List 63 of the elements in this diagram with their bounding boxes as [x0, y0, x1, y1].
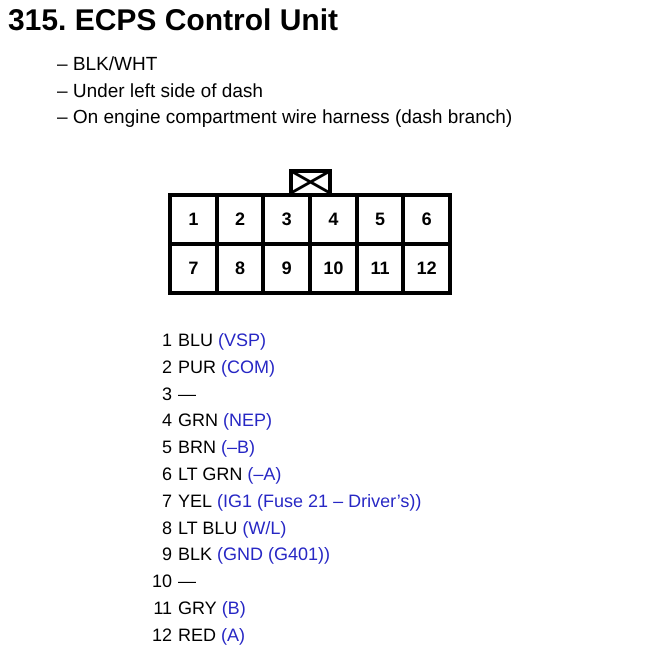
pin-number: 1 [188, 209, 198, 230]
pin-cavity [312, 197, 355, 242]
pin-number: 7 [160, 490, 172, 512]
circuit-function: (COM) [221, 356, 275, 378]
pin-cavity [172, 246, 215, 291]
pin-cavity [358, 197, 402, 242]
circuit-function: (A) [221, 624, 246, 646]
wire-color: BLU [178, 330, 214, 351]
pin-number: 3 [282, 209, 292, 230]
circuit-function: (IG1 (Fuse 21 – Driver’s)) [217, 490, 422, 512]
wire-color: LT BLU [178, 518, 238, 539]
location-note: – Under left side of dash [57, 80, 263, 102]
pin-cavity [218, 197, 262, 242]
pin-cavity [172, 197, 215, 242]
pin-number: 4 [160, 410, 172, 432]
pin-number: 2 [160, 356, 172, 378]
pin-number: 6 [422, 209, 432, 230]
wire-color: GRY [178, 598, 217, 619]
title: 315. ECPS Control Unit [8, 4, 338, 38]
pin-number: 9 [160, 544, 172, 566]
pin-number: 11 [152, 598, 172, 619]
circuit-function: (–B) [221, 437, 256, 458]
wire-color: PUR [178, 356, 216, 378]
pin-number: 8 [160, 518, 172, 539]
pin-number: 1 [160, 330, 172, 351]
location-note: – On engine compartment wire harness (dash branch) [57, 107, 512, 129]
pin-number: 10 [150, 571, 172, 592]
pin-number: 5 [160, 437, 172, 458]
circuit-function: (VSP) [218, 330, 266, 351]
pin-number: 11 [370, 258, 390, 279]
pin-cavity [312, 246, 355, 291]
circuit-function: (B) [222, 598, 246, 619]
circuit-function: (NEP) [223, 410, 272, 432]
pin-number: 4 [328, 209, 338, 230]
pin-number: 12 [150, 624, 172, 646]
wire-color: GRN [178, 410, 218, 432]
pin-cavity [405, 197, 448, 242]
circuit-function: (–A) [247, 464, 282, 485]
pin-cavity [265, 197, 308, 242]
pin-cavity [405, 246, 448, 291]
pin-number: 8 [234, 258, 245, 279]
wire-color: LT GRN [178, 464, 242, 485]
wire-color: — [178, 571, 196, 592]
pin-cavity [265, 246, 308, 291]
connector-housing [168, 193, 452, 295]
pin-number: 10 [323, 258, 344, 279]
pin-cavity [218, 246, 262, 291]
pin-number: 9 [282, 258, 292, 279]
wire-color: BLK [178, 544, 212, 566]
circuit-function: (W/L) [242, 518, 286, 539]
location-note: – BLK/WHT [57, 54, 158, 76]
pin-number: 6 [160, 464, 172, 485]
circuit-function: (GND (G401)) [217, 544, 330, 566]
wire-color: RED [178, 624, 216, 646]
pin-number: 12 [416, 258, 437, 279]
pin-number: 7 [188, 258, 198, 279]
wire-color: YEL [178, 490, 212, 512]
pin-number: 5 [374, 209, 385, 230]
wire-color: BRN [178, 437, 216, 458]
pin-cavity [358, 246, 402, 291]
pin-number: 2 [234, 209, 245, 230]
wire-color: — [178, 384, 196, 405]
pin-number: 3 [160, 384, 172, 405]
